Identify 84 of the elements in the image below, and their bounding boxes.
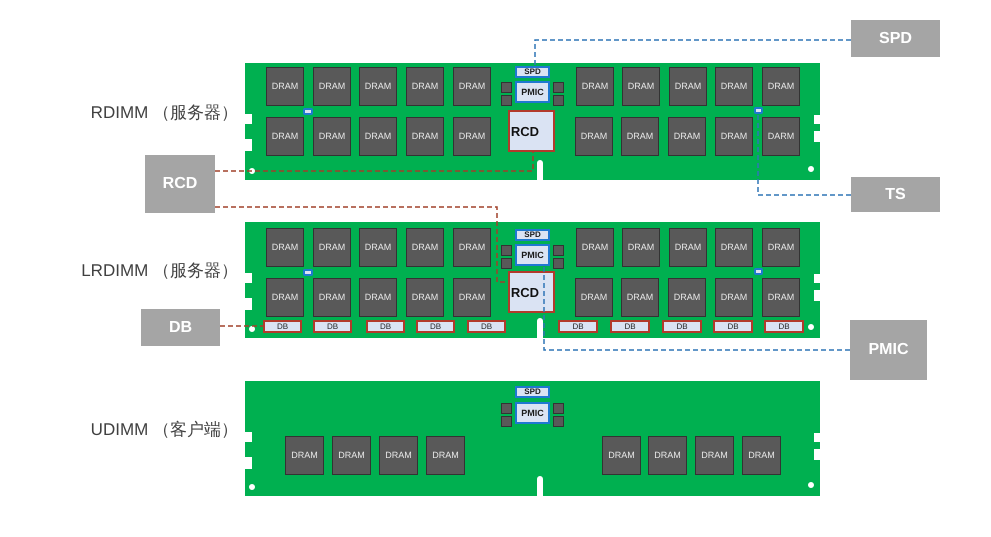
dram-chip: DRAM [453,228,491,267]
module-label: RDIMM （服务器） [90,102,238,122]
buffer-chip: DB [662,320,702,333]
dram-chip: DRAM [359,67,397,106]
dram-chip: DRAM [266,278,304,317]
dram-chip: DRAM [695,436,734,475]
dram-chip: DRAM [285,436,324,475]
dram-chip: DRAM [621,278,659,317]
dram-chip: DRAM [669,67,707,106]
buffer-chip: DB [713,320,753,333]
dram-chip: DRAM [426,436,465,475]
dram-chip: DRAM [668,117,706,156]
buffer-chip: DB [416,320,455,333]
dram-chip: DRAM [715,117,753,156]
dram-chip: DRAM [453,67,491,106]
buffer-chip: DB [366,320,405,333]
pmic-chip: PMIC [515,402,550,424]
dram-chip: DRAM [453,117,491,156]
dram-chip: DRAM [266,228,304,267]
dram-chip: DRAM [313,228,351,267]
dram-chip: DRAM [379,436,418,475]
dram-chip: DRAM [359,117,397,156]
dram-chip: DRAM [762,67,800,106]
buffer-chip: DB [467,320,506,333]
spd-chip: SPD [515,386,550,398]
dram-chip: DRAM [332,436,371,475]
dram-chip: DRAM [762,278,800,317]
dram-chip: DRAM [313,67,351,106]
dram-chip: DRAM [453,278,491,317]
dram-chip: DRAM [359,228,397,267]
dram-chip: DRAM [621,117,659,156]
spd-chip: SPD [515,229,550,241]
callout-tag: PMIC [850,320,927,380]
sensor-chip [303,108,313,115]
dram-chip: DRAM [576,67,614,106]
dram-chip: DARM [762,117,800,156]
spd-chip: SPD [515,66,550,78]
pmic-chip: PMIC [515,244,550,266]
rcd-chip: RCD [508,271,555,313]
dram-chip: DRAM [313,117,351,156]
module-label: LRDIMM （服务器） [81,261,238,281]
dram-chip: DRAM [669,228,707,267]
leader-line [215,206,508,283]
module-label: UDIMM （客户端） [90,420,238,440]
leader-line [220,325,263,327]
dram-chip: DRAM [406,228,444,267]
sensor-chip [303,269,313,276]
dram-chip: DRAM [313,278,351,317]
dram-chip: DRAM [576,228,614,267]
leader-line [757,114,851,196]
dram-chip: DRAM [406,67,444,106]
dram-chip: DRAM [622,228,660,267]
sensor-chip [754,268,763,275]
dram-chip: DRAM [715,228,753,267]
buffer-chip: DB [263,320,302,333]
dram-chip: DRAM [668,278,706,317]
callout-tag: SPD [851,20,940,57]
buffer-chip: DB [313,320,352,333]
dram-chip: DRAM [715,278,753,317]
pmic-chip: PMIC [515,81,550,103]
callout-tag: TS [851,177,940,212]
callout-tag: RCD [145,155,215,213]
callout-tag: DB [141,309,220,346]
dram-chip: DRAM [406,278,444,317]
buffer-chip: DB [558,320,598,333]
sensor-chip [754,107,763,114]
leader-line [534,39,851,66]
dram-chip: DRAM [602,436,641,475]
dram-chip: DRAM [575,278,613,317]
dram-chip: DRAM [762,228,800,267]
dram-chip: DRAM [266,67,304,106]
leader-line [543,266,850,351]
dram-chip: DRAM [359,278,397,317]
buffer-chip: DB [764,320,804,333]
dram-chip: DRAM [742,436,781,475]
dram-chip: DRAM [622,67,660,106]
buffer-chip: DB [610,320,650,333]
rcd-chip: RCD [508,110,555,152]
dram-chip: DRAM [266,117,304,156]
dram-chip: DRAM [715,67,753,106]
dram-chip: DRAM [575,117,613,156]
dram-chip: DRAM [648,436,687,475]
leader-line [215,152,534,172]
dram-chip: DRAM [406,117,444,156]
